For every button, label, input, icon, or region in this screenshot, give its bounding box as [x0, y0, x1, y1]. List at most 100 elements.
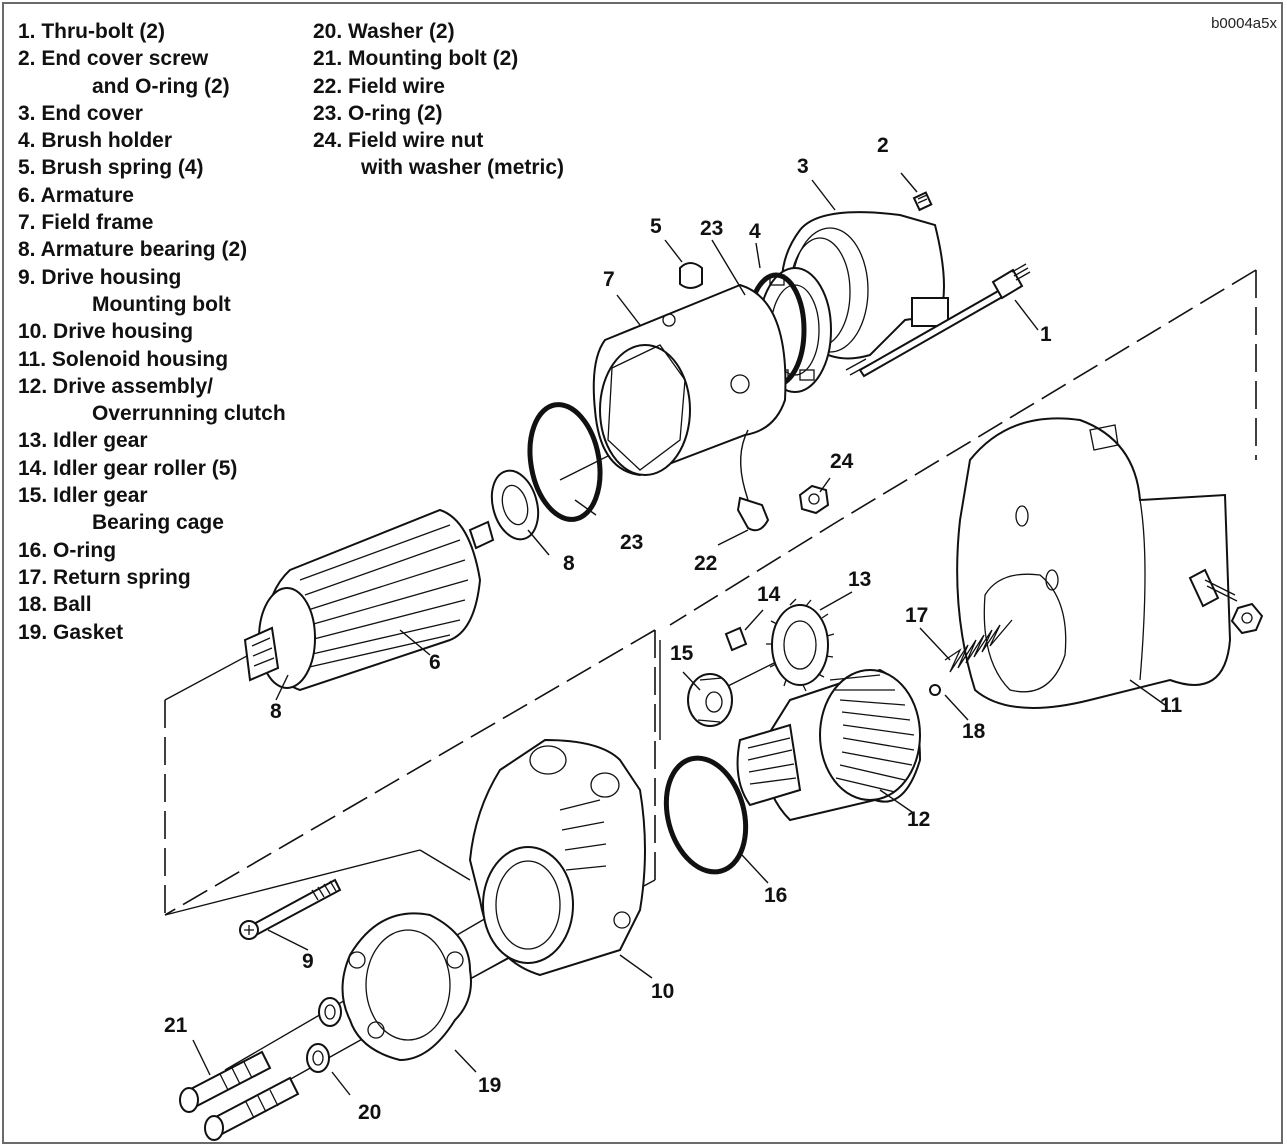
- legend-item-label: 1. Thru-bolt (2): [18, 20, 165, 43]
- callout-21: 21: [164, 1014, 188, 1037]
- legend-item-11: 11. Solenoid housing: [18, 346, 286, 373]
- legend-item-label: 20. Washer (2): [313, 20, 455, 43]
- legend-item-13: 13. Idler gear: [18, 427, 286, 454]
- idler-gear-bearing-cage: [687, 673, 733, 727]
- legend-item-21: 21. Mounting bolt (2): [313, 45, 564, 72]
- figure-code: b0004a5x: [1211, 15, 1277, 32]
- thru-bolts: [845, 263, 1031, 378]
- parts-legend-right: 20. Washer (2) 21. Mounting bolt (2) 22. F…: [313, 18, 564, 182]
- legend-item-17: 17. Return spring: [18, 564, 286, 591]
- field-frame: [592, 283, 787, 477]
- callout-22: 22: [694, 552, 717, 575]
- legend-item-22: 22. Field wire: [313, 73, 564, 100]
- legend-item-12: 12. Drive assembly/Overrunning clutch: [18, 373, 286, 428]
- legend-item-label: 6. Armature: [18, 183, 134, 207]
- legend-item-14: 14. Idler gear roller (5): [18, 455, 286, 482]
- return-spring: [944, 619, 1013, 673]
- legend-item-continuation: Overrunning clutch: [92, 402, 286, 426]
- washer-lower: [306, 1043, 330, 1073]
- armature-bearing-upper: [490, 469, 540, 541]
- callout-6: 6: [429, 651, 441, 674]
- idler-gear-roller: [724, 626, 748, 652]
- callout-23-upper: 23: [700, 217, 723, 240]
- legend-item-label: 14. Idler gear roller (5): [18, 456, 238, 480]
- drive-housing: [468, 738, 646, 977]
- legend-item-7: 7. Field frame: [18, 209, 286, 236]
- legend-item-continuation: Mounting bolt: [92, 292, 231, 316]
- legend-item-label: 10. Drive housing: [18, 320, 194, 344]
- callout-12: 12: [907, 808, 930, 831]
- legend-item-20: 20. Washer (2): [313, 18, 564, 45]
- callout-7: 7: [603, 268, 615, 291]
- washer-upper: [318, 997, 342, 1027]
- legend-item-label: 2. End cover screw: [18, 47, 209, 71]
- callout-14: 14: [757, 583, 781, 606]
- legend-item-16: 16. O-ring: [18, 537, 286, 564]
- legend-item-label: 22. Field wire: [313, 74, 445, 98]
- legend-item-label: 15. Idler gear: [18, 484, 148, 508]
- armature: [243, 508, 495, 692]
- legend-item-label: 17. Return spring: [18, 565, 191, 589]
- callout-5: 5: [650, 215, 662, 238]
- legend-item-label: 13. Idler gear: [18, 429, 148, 453]
- legend-item-5: 5. Brush spring (4): [18, 154, 286, 181]
- callout-2: 2: [877, 134, 889, 157]
- drive-housing-mounting-bolt: [239, 878, 342, 940]
- legend-item-label: 7. Field frame: [18, 211, 154, 235]
- legend-item-label: 19. Gasket: [18, 620, 124, 644]
- mounting-bolt-upper: [179, 1050, 272, 1113]
- leader-lines: [192, 172, 1166, 1096]
- legend-item-label: 18. Ball: [18, 593, 92, 617]
- callout-4: 4: [749, 220, 761, 243]
- callout-18: 18: [962, 720, 986, 743]
- callout-8-upper: 8: [563, 552, 575, 575]
- legend-item-10: 10. Drive housing: [18, 318, 286, 345]
- field-wire: [736, 429, 770, 532]
- legend-item-18: 18. Ball: [18, 591, 286, 618]
- callout-16: 16: [764, 884, 787, 907]
- legend-item-4: 4. Brush holder: [18, 127, 286, 154]
- callout-19: 19: [478, 1074, 501, 1097]
- legend-item-label: 11. Solenoid housing: [18, 347, 229, 371]
- mounting-bolt-lower: [204, 1076, 300, 1141]
- brush-spring: [679, 262, 703, 289]
- legend-item-label: 8. Armature bearing (2): [18, 238, 248, 262]
- callout-3: 3: [797, 155, 809, 178]
- legend-item-label: 9. Drive housing: [18, 265, 182, 289]
- legend-item-label: 16. O-ring: [18, 538, 117, 562]
- solenoid-housing: [956, 417, 1264, 709]
- legend-item-label: 24. Field wire nut: [313, 129, 484, 153]
- end-cover-screw: [912, 191, 933, 212]
- callout-numbers: 2 3 5 23 4 7 1 24 23 8 22 14 13 6 15 17 …: [164, 134, 1183, 1124]
- callout-20: 20: [358, 1101, 381, 1124]
- legend-item-continuation: with washer (metric): [361, 156, 565, 180]
- callout-17: 17: [905, 604, 928, 627]
- legend-item-label: 3. End cover: [18, 101, 143, 125]
- idler-gear: [766, 598, 835, 692]
- callout-24: 24: [830, 450, 854, 473]
- legend-item-label: 23. O-ring (2): [313, 101, 443, 125]
- legend-item-continuation: Bearing cage: [92, 511, 224, 535]
- gasket: [341, 912, 472, 1062]
- legend-item-label: 4. Brush holder: [18, 129, 173, 153]
- callout-15: 15: [670, 642, 694, 665]
- callout-23-lower: 23: [620, 531, 643, 554]
- callout-1: 1: [1040, 323, 1052, 346]
- field-wire-nut: [798, 484, 830, 515]
- legend-item-label: 5. Brush spring (4): [18, 156, 204, 180]
- legend-item-label: 12. Drive assembly/: [18, 374, 213, 398]
- legend-item-23: 23. O-ring (2): [313, 100, 564, 127]
- drive-assembly: [736, 668, 922, 822]
- legend-item-label: 21. Mounting bolt (2): [313, 47, 519, 71]
- o-ring-lower: [527, 402, 603, 522]
- legend-item-6: 6. Armature: [18, 182, 286, 209]
- callout-9: 9: [302, 950, 314, 973]
- legend-item-1: 1. Thru-bolt (2): [18, 18, 286, 45]
- o-ring-16: [663, 755, 749, 875]
- callout-8-lower: 8: [270, 700, 282, 723]
